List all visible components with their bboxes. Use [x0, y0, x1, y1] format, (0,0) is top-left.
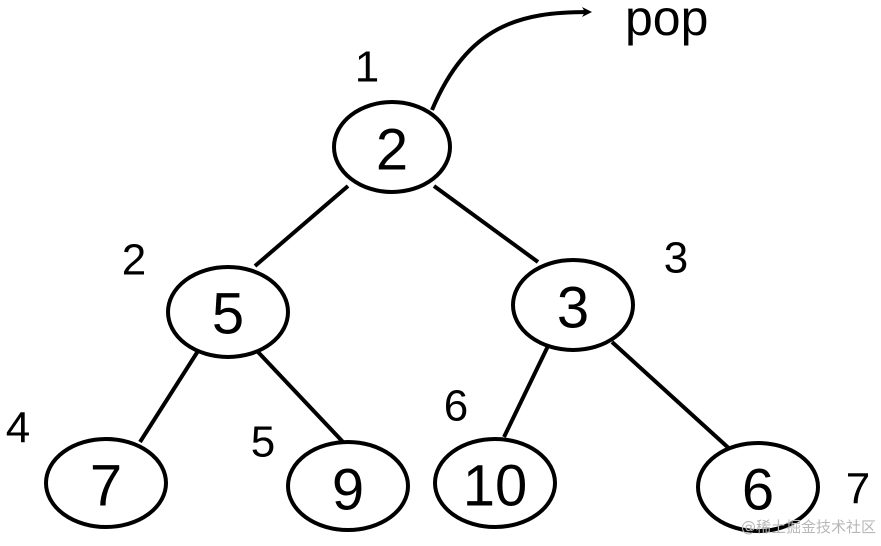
tree-edges	[138, 184, 735, 454]
node-circle	[166, 265, 290, 359]
node-circle	[332, 100, 452, 194]
node-value: 10	[463, 454, 528, 519]
node-value: 9	[332, 458, 364, 523]
tree-node-left: 5	[166, 265, 290, 359]
node-circle	[286, 440, 410, 532]
node-index-label: 4	[6, 404, 30, 453]
node-value: 6	[742, 458, 774, 523]
tree-node-right-right: 6	[696, 441, 820, 533]
node-index-label: 5	[251, 418, 275, 467]
tree-node-left-left: 7	[44, 437, 168, 529]
node-value: 5	[212, 282, 244, 347]
node-index-label: 3	[664, 234, 688, 283]
node-index-label: 7	[846, 465, 870, 514]
node-circle	[696, 441, 820, 533]
node-circle	[511, 258, 635, 352]
node-circle	[433, 437, 557, 529]
node-circle	[44, 437, 168, 529]
node-index-label: 1	[355, 43, 379, 92]
pop-label: pop	[625, 0, 708, 46]
edge-root-right	[432, 184, 540, 264]
node-value: 2	[376, 118, 408, 183]
tree-node-right: 3	[511, 258, 635, 352]
watermark: @稀土掘金技术社区	[741, 518, 876, 536]
edge-node3-right	[610, 340, 735, 454]
edge-node5-right	[256, 350, 345, 444]
tree-node-left-right: 9	[286, 440, 410, 532]
edge-node5-left	[138, 349, 200, 444]
edge-node3-left	[502, 345, 550, 438]
node-index-label: 6	[444, 382, 468, 431]
tree-node-right-left: 10	[433, 437, 557, 529]
edge-root-left	[253, 184, 350, 268]
tree-node-root: 2	[332, 100, 452, 194]
node-value: 7	[90, 454, 122, 519]
node-value: 3	[557, 276, 589, 341]
node-index-label: 2	[122, 236, 146, 285]
pop-arrow	[430, 7, 592, 111]
